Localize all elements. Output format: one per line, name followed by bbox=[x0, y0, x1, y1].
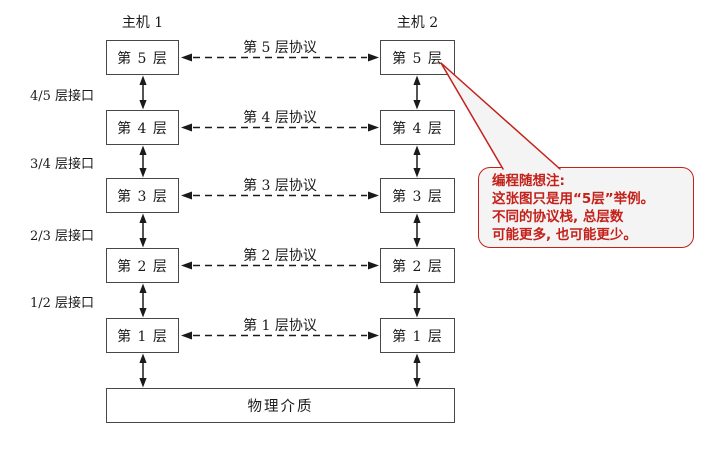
double-arrow-icon bbox=[413, 353, 421, 388]
host2-title: 主机 2 bbox=[396, 15, 439, 31]
double-arrow-icon bbox=[139, 213, 147, 248]
callout-line-1: 编程随想注: bbox=[492, 173, 565, 189]
callout-tail-fill bbox=[441, 63, 560, 169]
double-arrow-icon bbox=[139, 75, 147, 110]
protocol-label-layer3: 第 3 层协议 bbox=[243, 178, 317, 194]
host2-layer3-box: 第 3 层 bbox=[380, 178, 455, 213]
double-arrow-icon bbox=[413, 75, 421, 110]
host2-layer4-box: 第 4 层 bbox=[380, 110, 455, 145]
protocol-label-layer1: 第 1 层协议 bbox=[243, 318, 317, 334]
host1-title: 主机 1 bbox=[121, 15, 164, 31]
protocol-label-layer5: 第 5 层协议 bbox=[243, 40, 317, 56]
host1-layer4-box: 第 4 层 bbox=[106, 110, 179, 145]
interface-label-1-2: 1/2 层接口 bbox=[30, 296, 95, 311]
interface-label-3-4: 3/4 层接口 bbox=[30, 157, 95, 172]
callout-tail-border bbox=[440, 62, 561, 170]
host1-layer2-box: 第 2 层 bbox=[106, 248, 179, 283]
host1-layer1-box: 第 1 层 bbox=[106, 318, 179, 353]
callout-line-4: 可能更多, 也可能更少。 bbox=[492, 227, 637, 243]
callout-line-2: 这张图只是用“5层”举例。 bbox=[492, 191, 655, 207]
double-arrow-icon bbox=[139, 283, 147, 318]
host2-layer1-box: 第 1 层 bbox=[380, 318, 455, 353]
double-arrow-icon bbox=[139, 353, 147, 388]
annotation-callout: 编程随想注: 这张图只是用“5层”举例。 不同的协议栈, 总层数 可能更多, 也… bbox=[478, 167, 694, 248]
double-arrow-icon bbox=[139, 145, 147, 178]
host2-layer2-box: 第 2 层 bbox=[380, 248, 455, 283]
double-arrow-icon bbox=[413, 145, 421, 178]
host2-layer5-box: 第 5 层 bbox=[380, 40, 455, 75]
interface-label-2-3: 2/3 层接口 bbox=[30, 229, 95, 244]
protocol-label-layer2: 第 2 层协议 bbox=[243, 248, 317, 264]
double-arrow-icon bbox=[413, 213, 421, 248]
callout-tail bbox=[440, 62, 561, 170]
physical-medium-box: 物理介质 bbox=[106, 388, 455, 423]
host1-layer5-box: 第 5 层 bbox=[106, 40, 179, 75]
host1-layer3-box: 第 3 层 bbox=[106, 178, 179, 213]
interface-label-4-5: 4/5 层接口 bbox=[30, 89, 95, 104]
double-arrow-icon bbox=[413, 283, 421, 318]
protocol-label-layer4: 第 4 层协议 bbox=[243, 110, 317, 126]
protocol-dashed-arrows bbox=[181, 53, 379, 340]
callout-line-3: 不同的协议栈, 总层数 bbox=[492, 209, 624, 225]
